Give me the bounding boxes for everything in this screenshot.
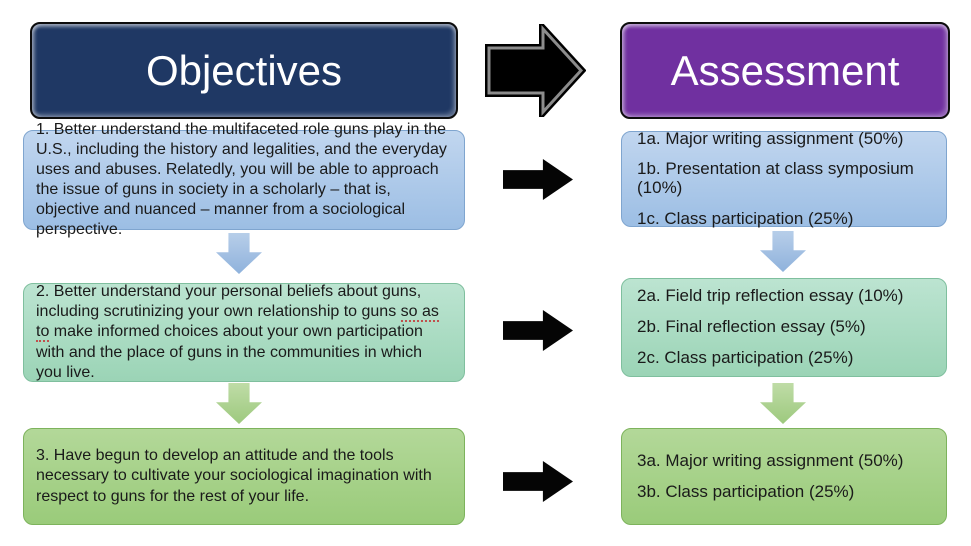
objective-1-box: 1. Better understand the multifaceted ro…	[23, 121, 465, 238]
objective-2-box: 2. Better understand your personal belie…	[23, 283, 465, 382]
objective-2-text: 2. Better understand your personal belie…	[24, 278, 464, 387]
right-arrow-icon	[503, 159, 573, 200]
objective-3-text: 3. Have begun to develop an attitude and…	[36, 447, 432, 505]
right-arrow-icon	[503, 461, 573, 502]
objective-1-text: 1. Better understand the multifaceted ro…	[36, 120, 447, 239]
objective-2-text-underlined: so as to	[36, 303, 439, 343]
assessment-item: 2a. Field trip reflection essay (10%)	[637, 286, 904, 306]
assessment-3-box: 3a. Major writing assignment (50%) 3b. C…	[621, 428, 947, 525]
assessment-item: 1b. Presentation at class symposium (10%…	[637, 159, 914, 197]
down-arrow-icon	[760, 383, 806, 424]
assessment-header-label: Assessment	[670, 46, 900, 94]
objective-3-box: 3. Have begun to develop an attitude and…	[23, 428, 465, 525]
objectives-header: Objectives	[30, 22, 458, 119]
down-arrow-icon	[216, 383, 262, 424]
assessment-item: 3a. Major writing assignment (50%)	[637, 450, 904, 470]
assessment-2-box: 2a. Field trip reflection essay (10%) 2b…	[621, 278, 947, 377]
assessment-header: Assessment	[620, 22, 950, 119]
big-right-arrow-icon	[485, 24, 586, 117]
right-arrow-icon	[503, 310, 573, 351]
down-arrow-icon	[760, 231, 806, 272]
assessment-item: 2b. Final reflection essay (5%)	[637, 317, 866, 337]
assessment-item: 1c. Class participation (25%)	[637, 208, 854, 228]
assessment-item: 1a. Major writing assignment (50%)	[637, 128, 904, 148]
objective-2-text-after: make informed choices about your own par…	[36, 323, 423, 381]
objectives-header-label: Objectives	[145, 46, 343, 94]
assessment-item: 3b. Class participation (25%)	[637, 481, 855, 501]
assessment-item: 2c. Class participation (25%)	[637, 347, 854, 367]
objective-2-text-before: 2. Better understand your personal belie…	[36, 283, 422, 321]
assessment-1-box: 1a. Major writing assignment (50%) 1b. P…	[621, 128, 947, 228]
